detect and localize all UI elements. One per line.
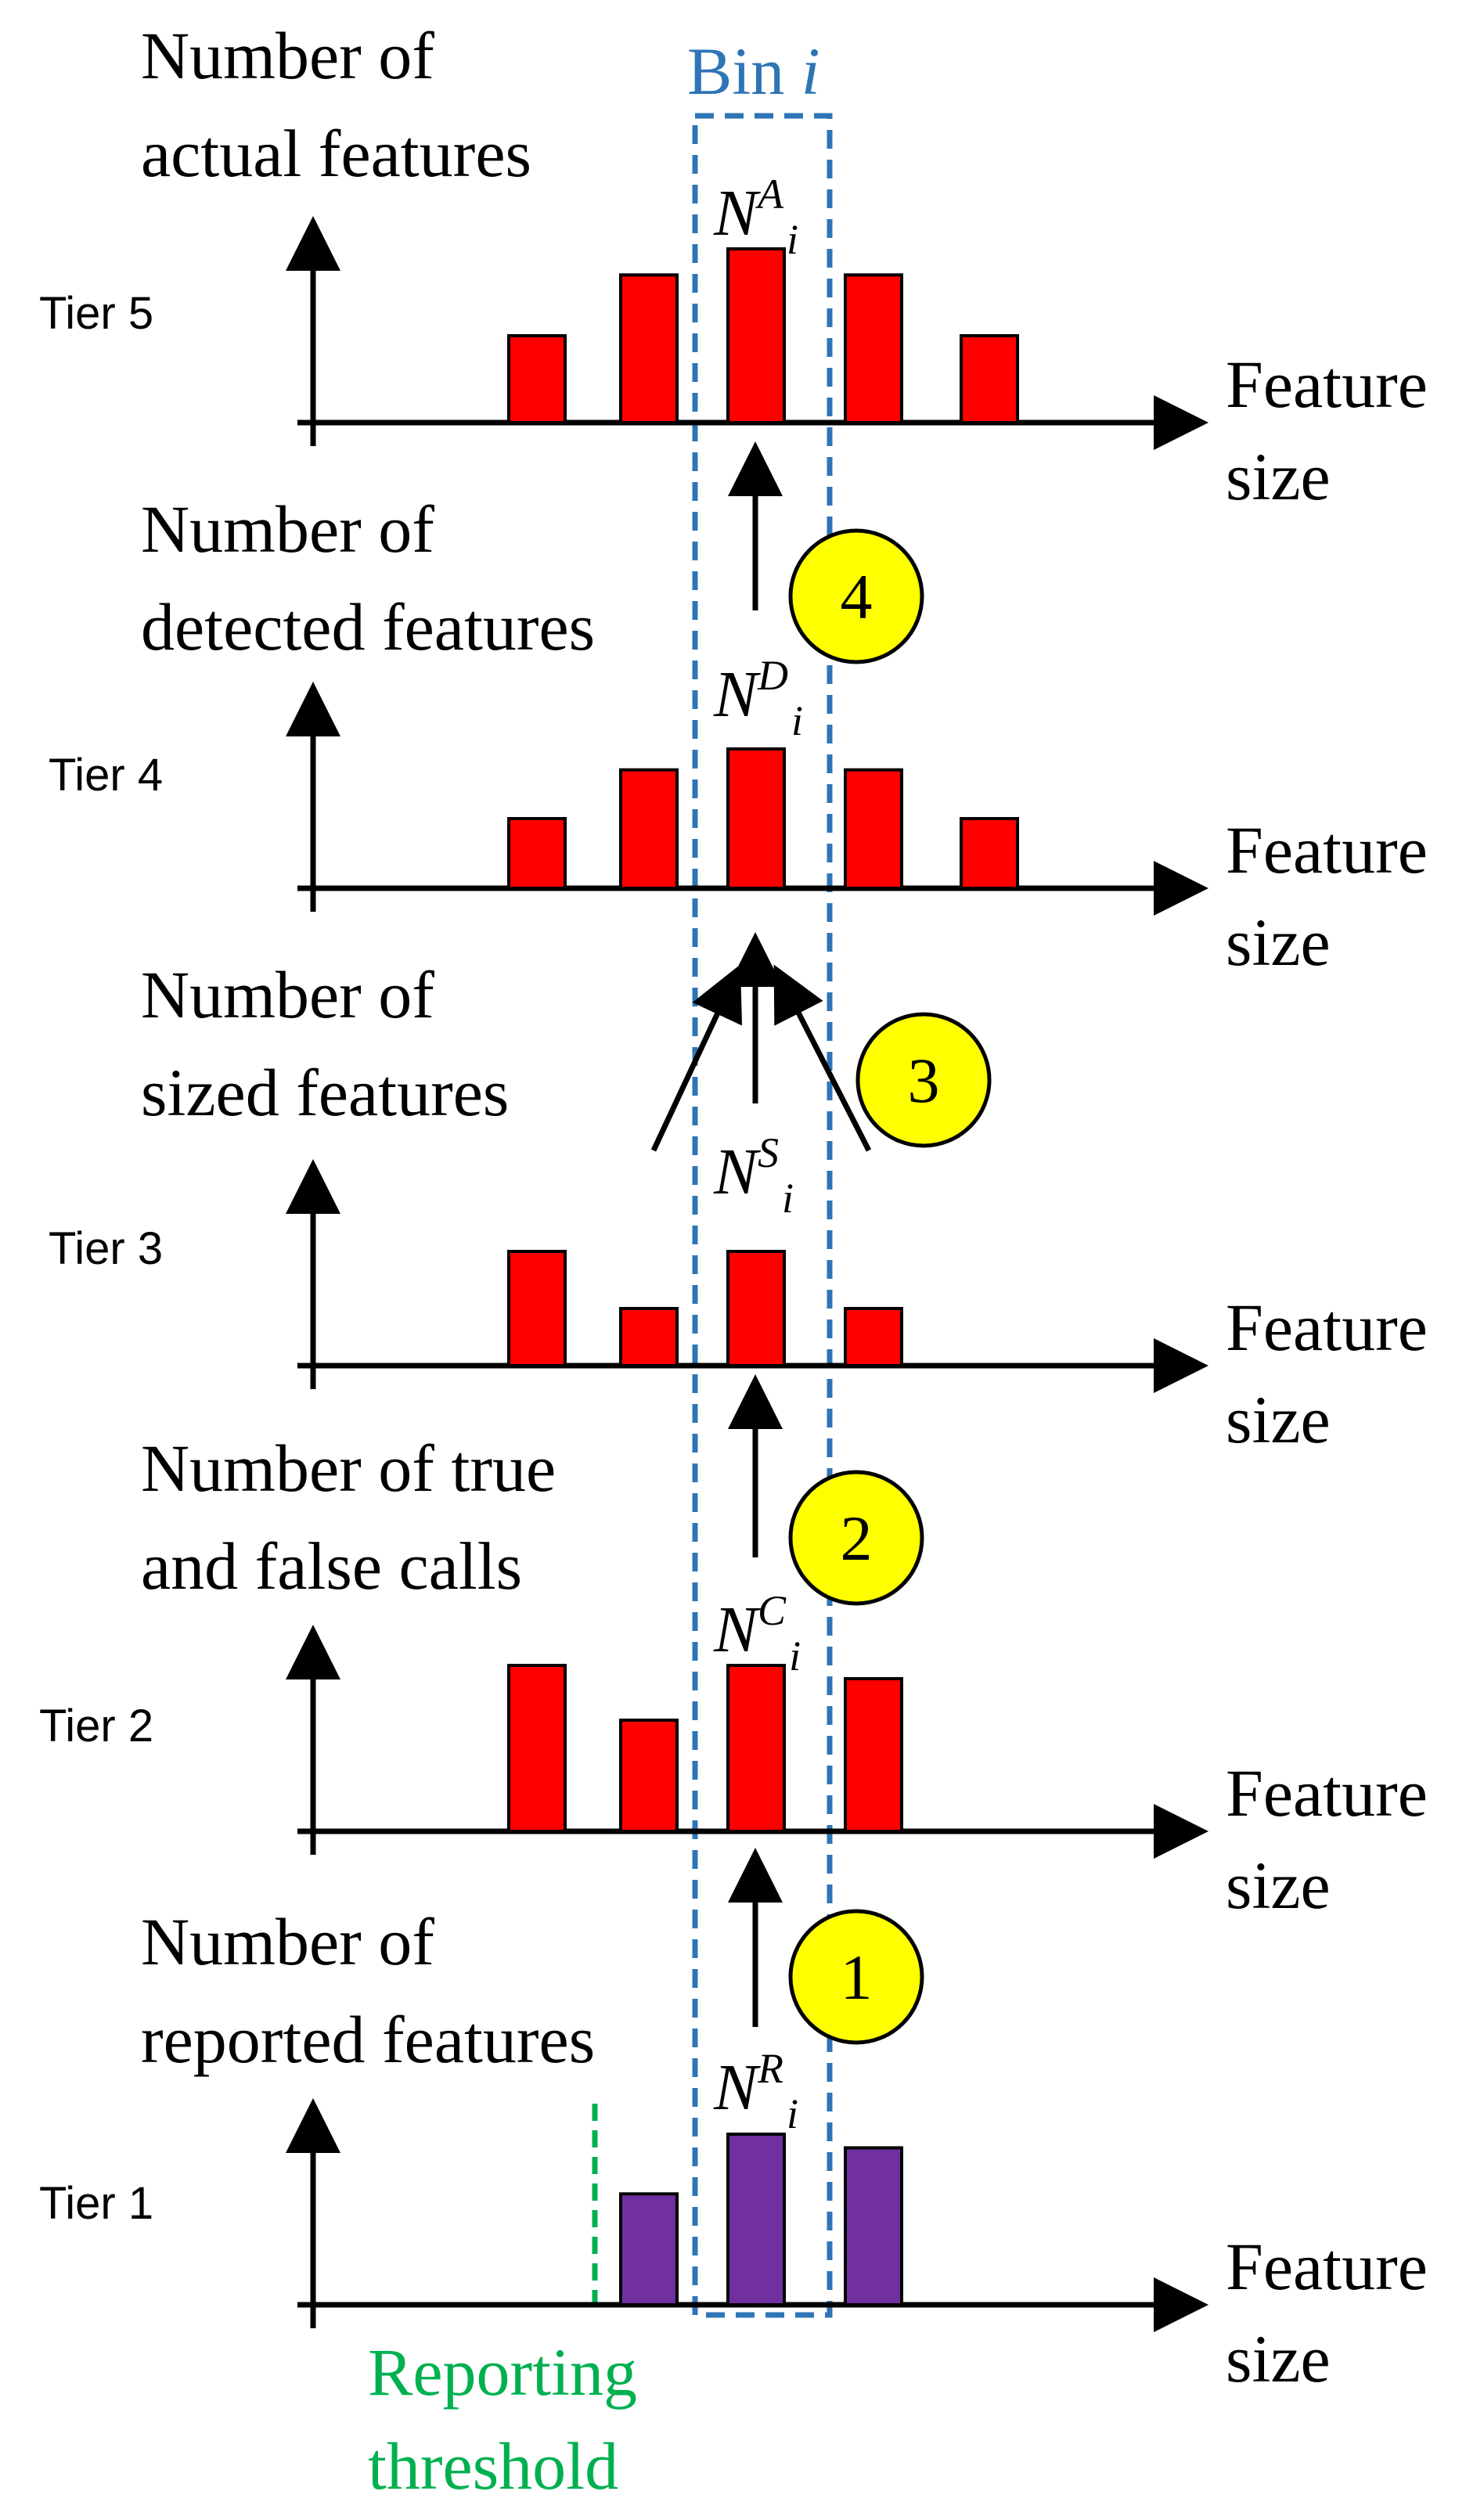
svg-text:4: 4 — [841, 561, 873, 632]
x-axis-label: Feature — [1226, 2229, 1428, 2304]
step-4-badge: 4 — [788, 528, 924, 664]
x-axis-label: Feature — [1226, 347, 1428, 422]
y-axis-label: detected features — [141, 589, 595, 664]
reporting-threshold-label-2: threshold — [368, 2428, 618, 2504]
bin-box — [692, 113, 833, 2318]
x-axis-label: size — [1226, 905, 1331, 980]
x-axis-label: size — [1226, 1382, 1331, 1457]
bin-count-label: NRi — [713, 2045, 798, 2137]
histogram-bar — [960, 334, 1019, 424]
bin-count-label: NAi — [713, 171, 798, 263]
histogram-bar — [726, 247, 786, 424]
histogram-bar — [726, 747, 786, 890]
tier-label: Tier 5 — [39, 288, 153, 339]
histogram-bar — [726, 1250, 786, 1367]
step-3-badge: 3 — [855, 1012, 992, 1148]
tier-label: Tier 1 — [39, 2178, 153, 2229]
tier-label: Tier 2 — [39, 1701, 153, 1751]
bin-count-label: NCi — [713, 1587, 801, 1679]
tier-label: Tier 4 — [49, 750, 163, 801]
histogram-bar — [507, 1664, 567, 1833]
x-axis-label: size — [1226, 439, 1331, 514]
y-axis-label: Number of — [141, 491, 434, 567]
histogram-bar — [619, 768, 679, 891]
reporting-threshold-label: Reporting — [368, 2335, 637, 2410]
svg-text:2: 2 — [841, 1503, 873, 1574]
histogram-bar — [844, 768, 903, 891]
histogram-bar — [844, 273, 903, 424]
x-axis-label: Feature — [1226, 1290, 1428, 1365]
x-axis-label: Feature — [1226, 1755, 1428, 1831]
svg-text:1: 1 — [841, 1942, 873, 2013]
step-1-badge: 1 — [788, 1909, 924, 2045]
histogram-bar — [844, 1307, 903, 1367]
x-axis-label: size — [1226, 1848, 1331, 1923]
histogram-bar — [507, 817, 567, 890]
y-axis-label: Number of — [141, 957, 434, 1032]
histogram-bar — [507, 334, 567, 424]
histogram-bar — [960, 817, 1019, 890]
y-axis-label: actual features — [141, 116, 531, 191]
histogram-bar — [619, 2192, 679, 2307]
histogram-bar — [619, 1718, 679, 1833]
y-axis-label: reported features — [141, 2002, 595, 2077]
y-axis-label: and false calls — [141, 1528, 522, 1604]
histogram-bar — [619, 273, 679, 424]
y-axis-label: sized features — [141, 1055, 509, 1130]
y-axis-label: Number of — [141, 1904, 434, 1979]
bin-count-label: NDi — [713, 652, 803, 744]
histogram-bar — [507, 1250, 567, 1367]
histogram-bar — [844, 2146, 903, 2306]
x-axis-label: Feature — [1226, 812, 1428, 887]
tier-label: Tier 3 — [49, 1223, 163, 1274]
histogram-bar — [844, 1676, 903, 1833]
y-axis-label: Number of true — [141, 1431, 556, 1506]
histogram-bar — [726, 1664, 786, 1833]
step-3-arrow-left — [650, 964, 743, 1152]
y-axis-label: Number of — [141, 18, 434, 93]
bin-label: Bin i — [687, 34, 820, 109]
histogram-bar — [619, 1307, 679, 1367]
step-3-arrow-right — [773, 964, 872, 1152]
svg-text:3: 3 — [908, 1045, 940, 1116]
histogram-bar — [726, 2133, 786, 2306]
bin-count-label: NSi — [713, 1129, 794, 1222]
step-2-badge: 2 — [788, 1470, 924, 1606]
x-axis-label: size — [1226, 2321, 1331, 2396]
